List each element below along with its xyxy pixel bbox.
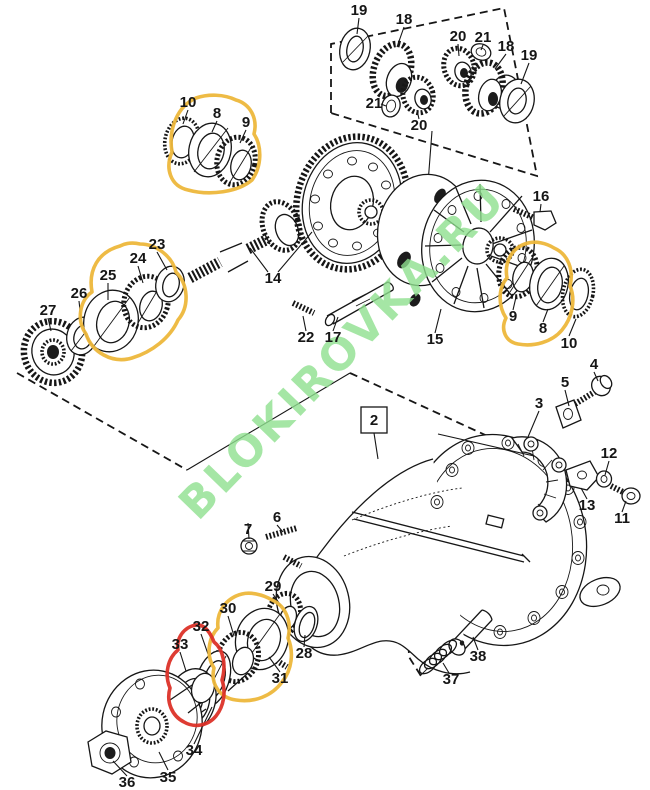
part-number-label: 10	[561, 335, 578, 352]
nut-36	[87, 730, 132, 775]
bolt-11-shank	[609, 483, 627, 496]
pin-17	[326, 281, 394, 325]
plunger-38	[451, 609, 493, 653]
part-number-label: 23	[149, 236, 166, 253]
part-number-label: 27	[40, 302, 57, 319]
bearing-cap-group	[510, 374, 641, 523]
highlight-yellow-bearing-30-31	[207, 591, 294, 703]
part-number-label: 13	[579, 497, 596, 514]
part-number-label: 7	[244, 521, 252, 538]
spider-gear-kit	[339, 27, 535, 124]
part-number-label: 5	[561, 374, 569, 391]
part-number-label: 21	[475, 29, 492, 46]
washer-12	[595, 470, 613, 488]
highlight-yellow-bearing-24-25	[78, 241, 188, 362]
leader-lines	[47, 17, 627, 777]
part-number-label: 24	[130, 250, 147, 267]
part-number-label: 20	[450, 28, 467, 45]
spring-and-plunger	[418, 609, 493, 677]
part-number-label: 10	[180, 94, 197, 111]
highlight-yellow-bearing-8-9-left	[167, 93, 262, 195]
part-number-label: 22	[298, 329, 315, 346]
part-number-label: 6	[273, 509, 281, 526]
part-number-label: 14	[265, 270, 282, 287]
highlight-red-seal-33	[165, 623, 226, 728]
part-number-label: 15	[427, 331, 444, 348]
part-number-label: 25	[100, 267, 117, 284]
spring-37	[418, 639, 458, 677]
bolt-4-shank	[573, 388, 598, 407]
cross-pin-parts	[291, 281, 394, 327]
highlight-yellow-bearing-8-9-right	[498, 240, 575, 347]
group-boxes	[16, 6, 539, 677]
bolt-11-head	[621, 487, 641, 505]
part-number-label: 11	[614, 510, 630, 527]
part-number-label: 29	[265, 578, 282, 595]
part-number-label: 4	[590, 356, 599, 373]
part-number-label: 20	[411, 117, 428, 134]
axle-housing	[262, 433, 621, 675]
boxed-label-2: 2	[360, 406, 388, 434]
part-number-label: 37	[443, 671, 460, 688]
part-number-label: 36	[119, 774, 136, 790]
stud-6	[265, 525, 298, 540]
pin-22	[291, 300, 316, 316]
bearing-cap	[510, 436, 568, 523]
part-number-label: 34	[186, 742, 203, 759]
part-number-label: 18	[396, 11, 413, 28]
part-number-label: 21	[366, 95, 383, 112]
part-number-label: 3	[535, 395, 543, 412]
part-number-label: 31	[272, 670, 289, 687]
highlight-annotations	[78, 93, 575, 728]
part-number-label: 9	[242, 114, 250, 131]
part-number-label: 8	[539, 320, 547, 337]
part-number-label: 38	[470, 648, 487, 665]
part-number-label: 30	[220, 600, 237, 617]
side-bearing-set-right	[496, 206, 596, 319]
part-number-label: 19	[521, 47, 538, 64]
nut-7	[240, 537, 258, 555]
part-number-label: 19	[351, 2, 368, 19]
flange-bolt-holes	[430, 436, 587, 639]
part-number-label: 35	[160, 769, 177, 786]
part-number-label: 9	[509, 308, 517, 325]
part-number-label: 33	[172, 636, 189, 653]
part-number-label: 28	[296, 645, 313, 662]
part-number-label: 18	[498, 38, 515, 55]
pinion-bearing-set-left	[162, 116, 258, 188]
part-number-label: 12	[601, 445, 618, 462]
part-number-label: 16	[533, 188, 550, 205]
part-number-label: 8	[213, 105, 221, 122]
lock-plate-13	[565, 460, 600, 491]
drive-pinion-shaft-group	[20, 199, 303, 387]
differential-case	[376, 173, 535, 313]
part-number-label: 17	[325, 329, 342, 346]
bolt-16-head	[533, 210, 557, 231]
part-number-label: 26	[71, 285, 88, 302]
part-number-label: 32	[193, 618, 210, 635]
side-rod	[351, 511, 531, 563]
boxed-part-number: 2	[370, 412, 378, 429]
stud-and-nut	[240, 525, 298, 555]
